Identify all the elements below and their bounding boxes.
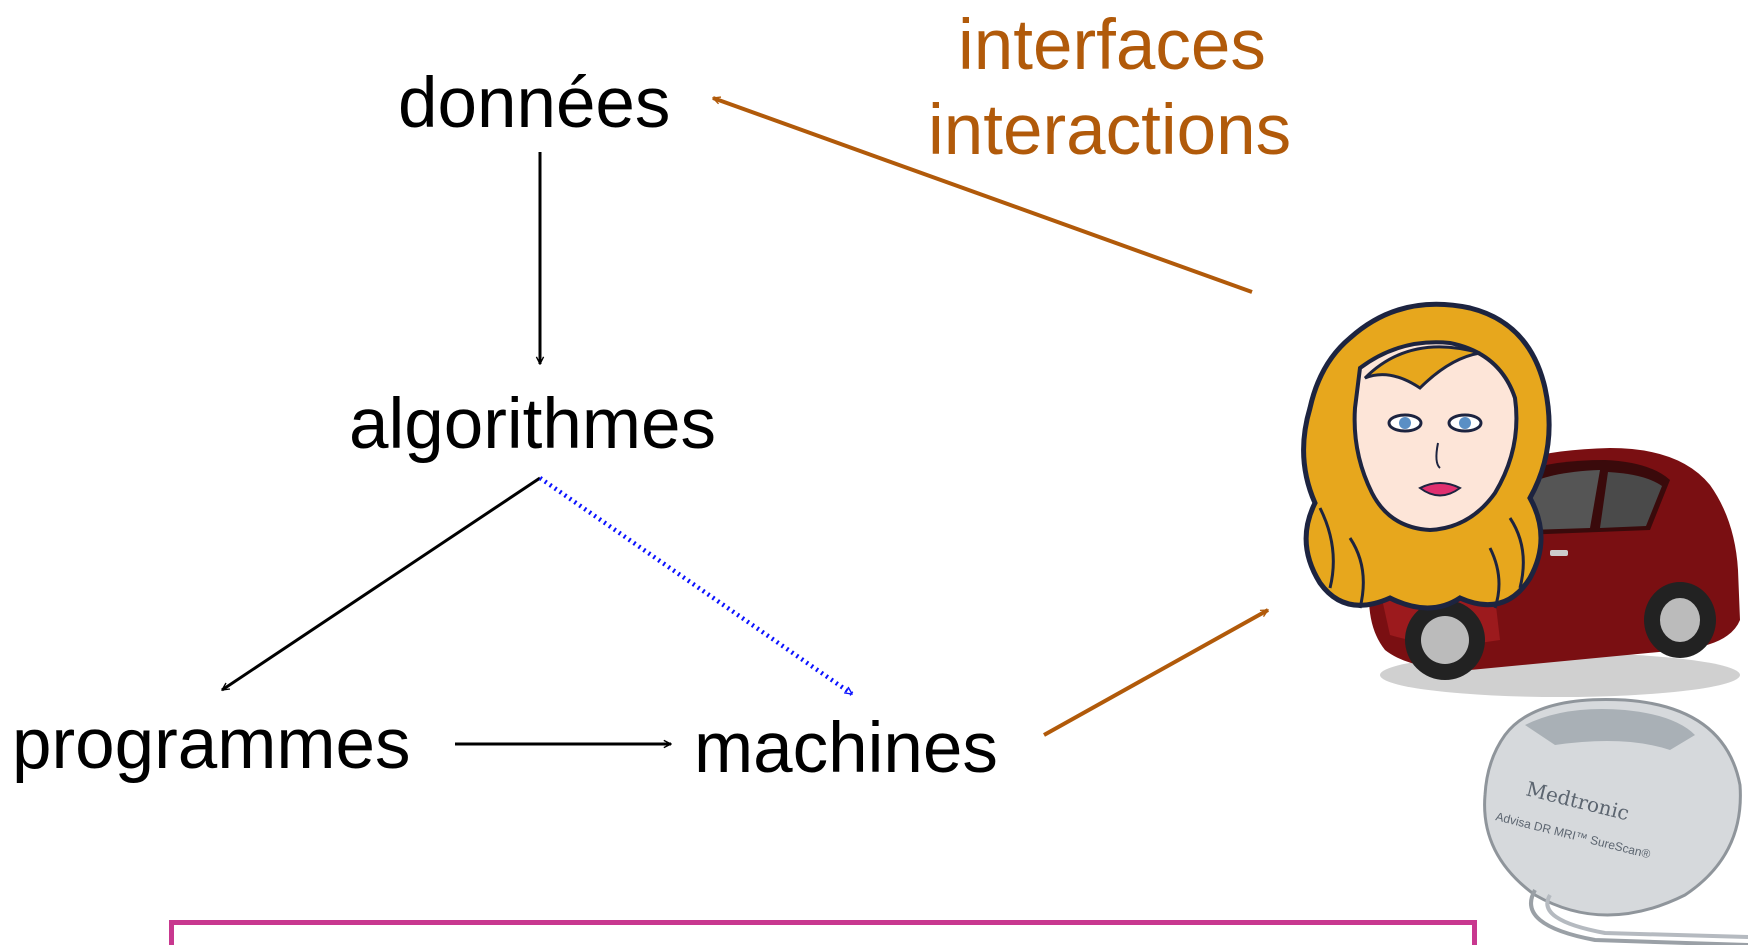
node-programmes: programmes (12, 705, 411, 784)
label-interactions: interactions (928, 91, 1292, 170)
woman-portrait-icon (1301, 301, 1552, 611)
node-machines: machines (694, 709, 998, 788)
label-interfaces: interfaces (958, 6, 1266, 85)
node-algorithmes: algorithmes (349, 385, 716, 464)
arrow-algorithmes-to-programmes (222, 476, 541, 692)
pacemaker-icon: Medtronic Advisa DR MRI™ SureScan® (1483, 697, 1748, 945)
arrow-algorithmes-to-machines-dotted (538, 476, 854, 696)
node-donnees: données (398, 64, 671, 143)
arrow-human-to-donnees (713, 96, 1253, 294)
arrow-machines-to-human (1043, 608, 1268, 737)
highlight-box (169, 920, 1477, 945)
